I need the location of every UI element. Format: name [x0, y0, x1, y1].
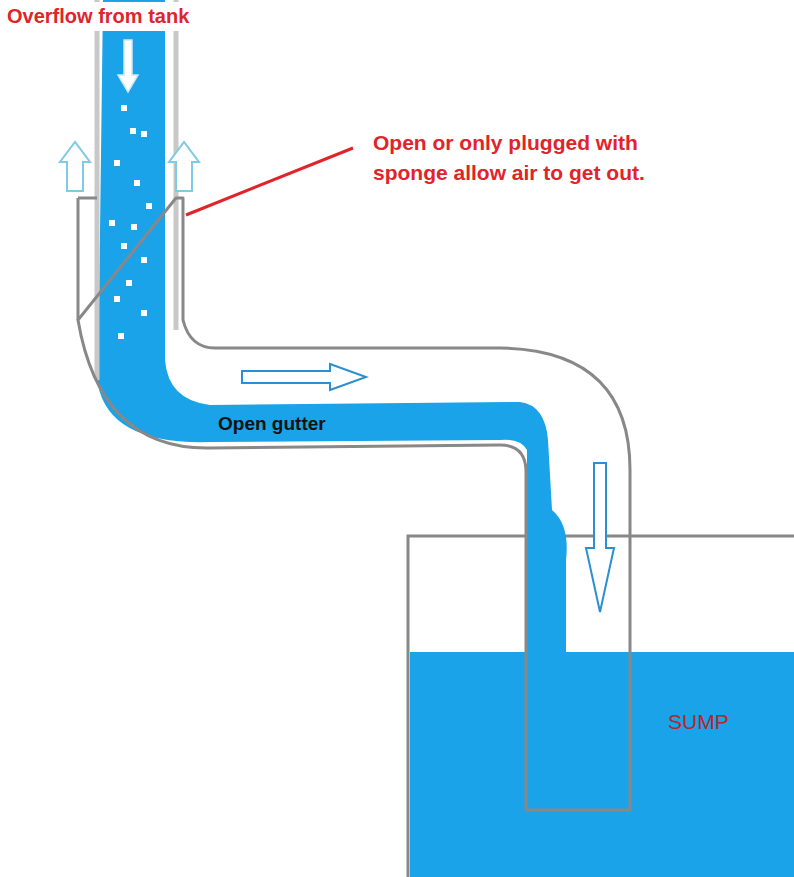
air-arrow-up: [60, 142, 90, 191]
water-flow: [98, 0, 567, 800]
callout-note: Open or only plugged with sponge allow a…: [373, 128, 658, 189]
outer-pipe-left: [77, 198, 80, 320]
sump-water: [410, 652, 794, 877]
flow-arrow-down: [118, 40, 138, 92]
tank-label: SUMP: [668, 707, 729, 737]
title-label: Overflow from tank: [4, 2, 192, 31]
inner-pipe: [97, 0, 176, 380]
outer-pipe: [78, 198, 630, 810]
air-bubbles: [109, 105, 152, 339]
leader-line: [186, 148, 353, 215]
flow-arrow-down: [586, 463, 614, 612]
air-arrow-up: [169, 142, 199, 191]
flow-arrow-right: [242, 364, 366, 390]
part-label: Open gutter: [218, 410, 326, 438]
